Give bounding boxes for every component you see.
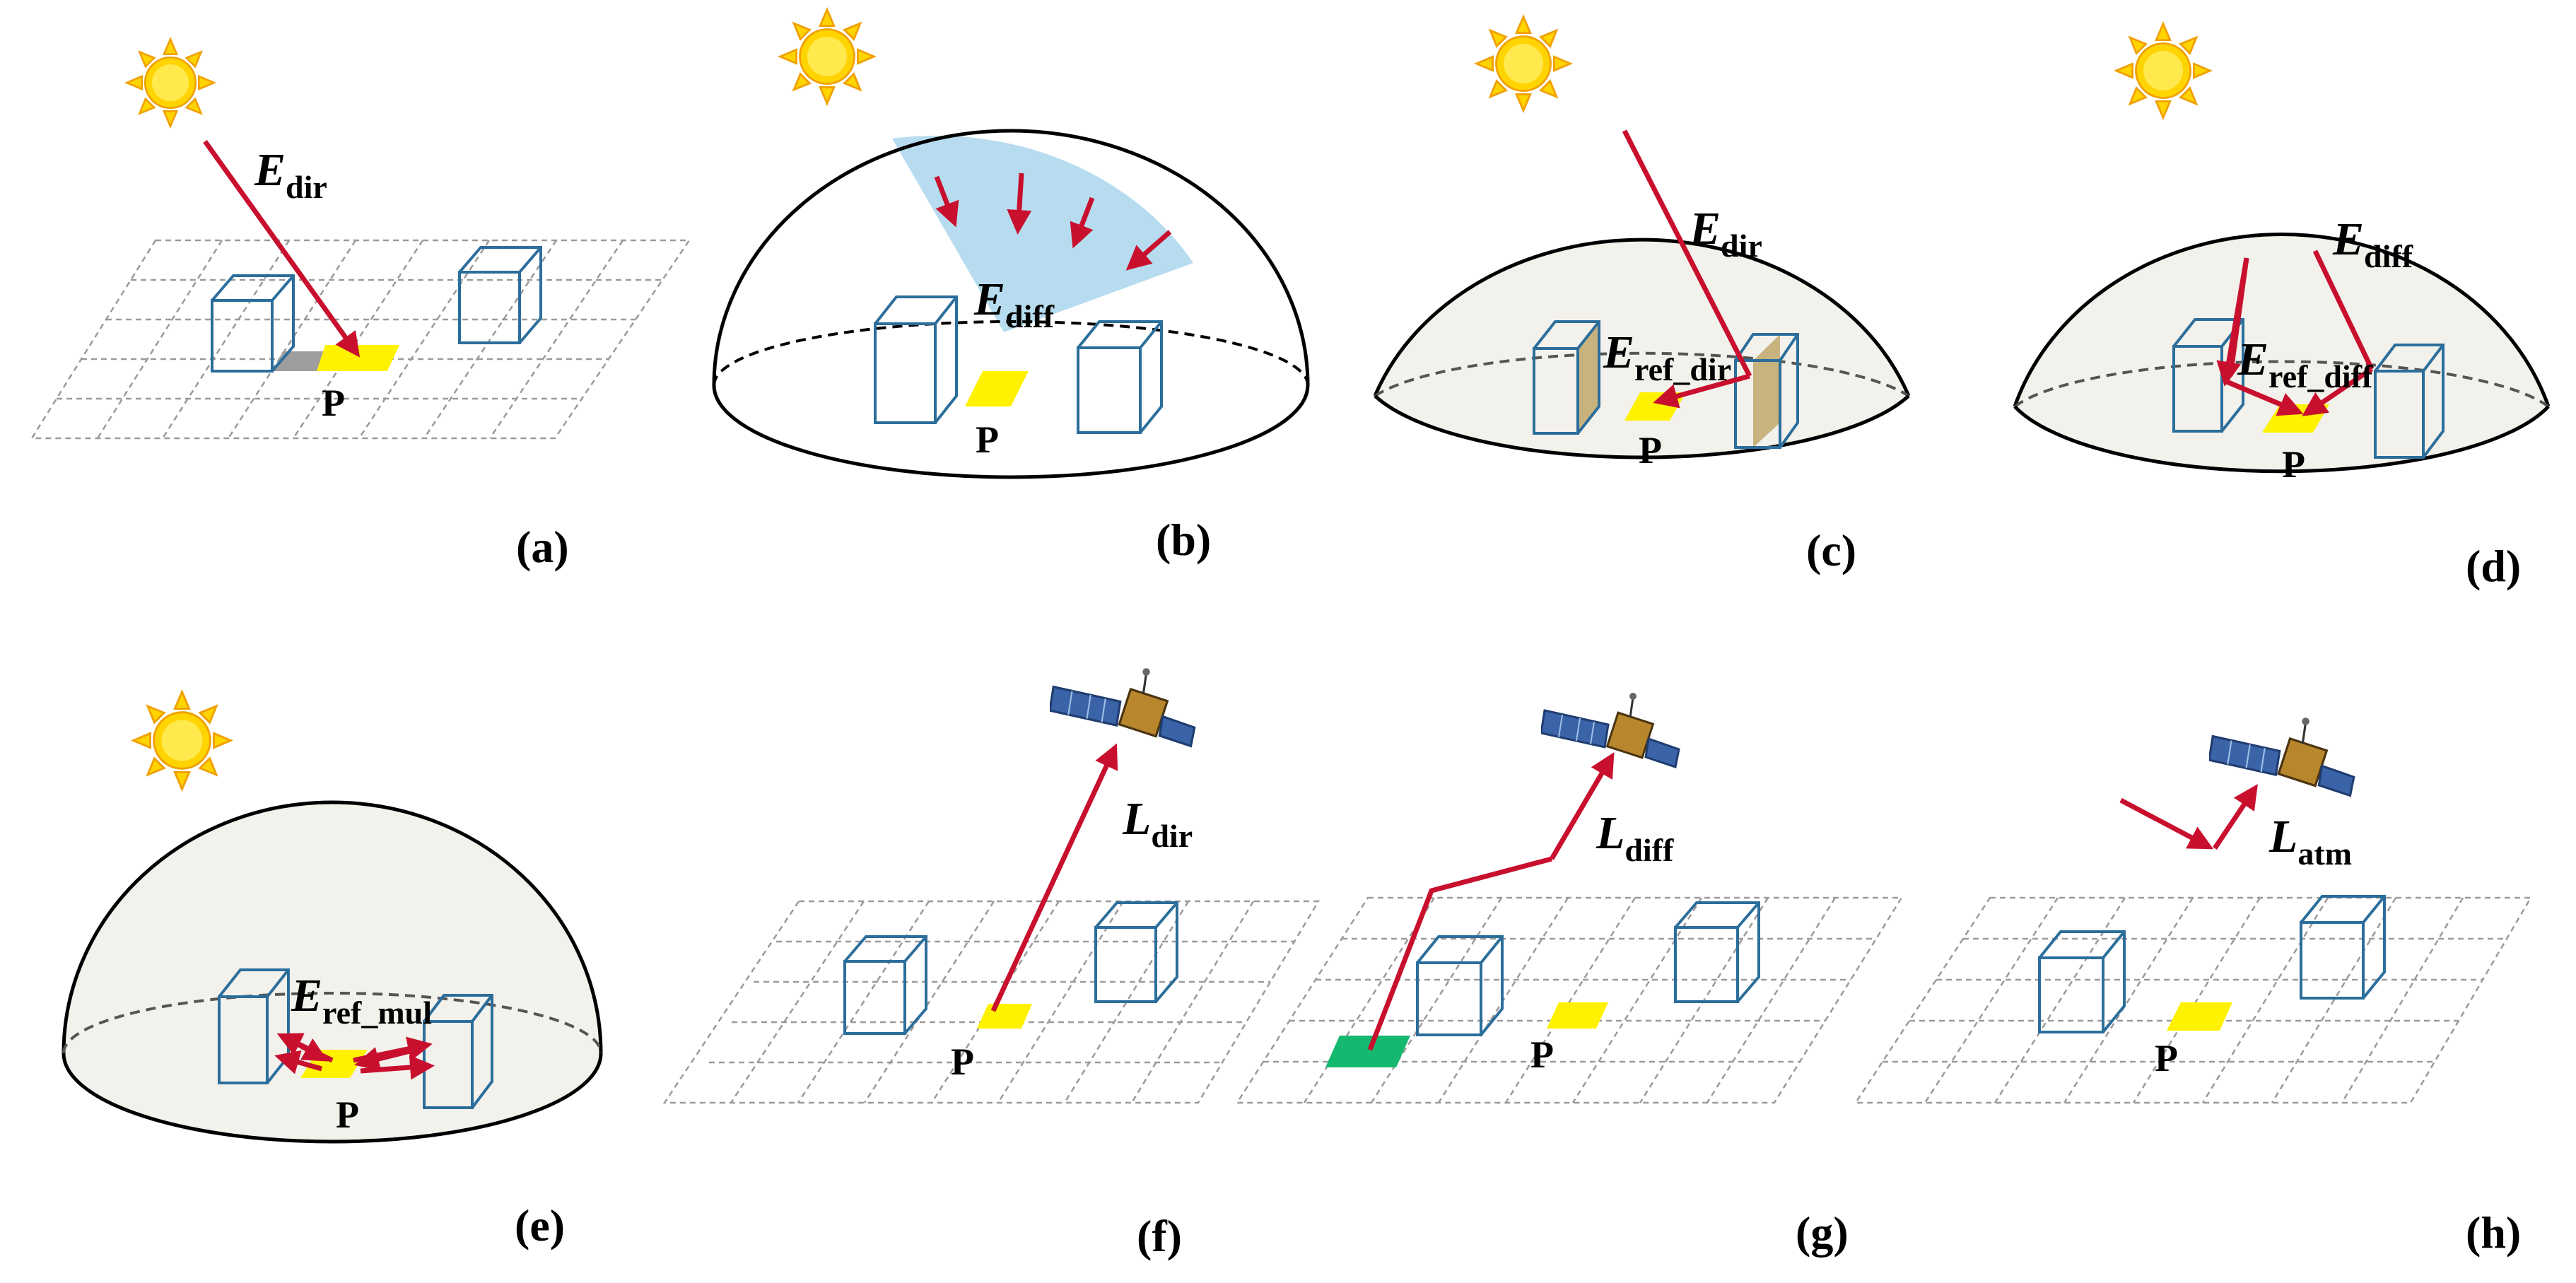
symbol-label: Ediff bbox=[973, 274, 1055, 334]
panel-label: (b) bbox=[1156, 515, 1211, 565]
urban-grid bbox=[1854, 896, 2533, 1104]
point-label: P bbox=[951, 1041, 974, 1083]
sky-dome bbox=[62, 800, 603, 1144]
sky-dome bbox=[2013, 233, 2551, 474]
panel-h: Latm P (h) bbox=[1854, 716, 2533, 1258]
sky-sector bbox=[892, 136, 1193, 333]
panel-d: Ediff Eref_diff P (d) bbox=[2013, 23, 2551, 591]
building-box bbox=[211, 274, 295, 373]
diffuse-reflection-arrows bbox=[2216, 250, 2375, 416]
sun-icon bbox=[779, 8, 875, 105]
building-box bbox=[1416, 935, 1504, 1036]
building-box bbox=[2374, 344, 2445, 459]
panel-f: Ldir P (f) bbox=[662, 667, 1321, 1261]
point-label: P bbox=[1530, 1033, 1554, 1076]
building-box bbox=[2038, 930, 2126, 1033]
multiple-reflection-arrows bbox=[274, 1033, 435, 1080]
building-box bbox=[423, 994, 493, 1109]
target-pixel bbox=[977, 1004, 1032, 1029]
sky-dome bbox=[1373, 238, 1911, 459]
point-label: P bbox=[336, 1094, 359, 1136]
panel-e: Eref_mul P (e) bbox=[62, 691, 603, 1250]
urban-grid bbox=[30, 239, 691, 440]
diffuse-arrows bbox=[934, 172, 1172, 271]
satellite-icon bbox=[1050, 667, 1196, 748]
diffuse-radiance-arrow bbox=[1549, 751, 1615, 860]
building-box bbox=[1094, 901, 1178, 1003]
building-box bbox=[843, 935, 927, 1035]
panel-label: (e) bbox=[515, 1200, 565, 1250]
building-box bbox=[1533, 320, 1600, 435]
point-label: P bbox=[2155, 1037, 2178, 1079]
sky-dome bbox=[712, 129, 1310, 479]
panel-b: Ediff P (b) bbox=[712, 8, 1310, 565]
sun-icon bbox=[132, 691, 232, 790]
panel-g: Ldiff P (g) bbox=[1235, 691, 1904, 1258]
sun-icon bbox=[2115, 23, 2211, 119]
point-label: P bbox=[322, 382, 345, 424]
target-pixel bbox=[317, 345, 399, 371]
building-box bbox=[1734, 333, 1799, 449]
atmospheric-radiance-arrow bbox=[2213, 784, 2258, 850]
symbol-label: Eref_mul bbox=[291, 970, 432, 1031]
symbol-label: Latm bbox=[2268, 811, 2352, 872]
point-label: P bbox=[976, 418, 999, 461]
building-box bbox=[458, 246, 542, 344]
symbol-label: Edir bbox=[254, 144, 327, 205]
panel-label: (c) bbox=[1806, 525, 1856, 575]
panel-label: (g) bbox=[1796, 1207, 1849, 1258]
sun-icon bbox=[1475, 16, 1571, 112]
building-box bbox=[874, 295, 958, 424]
target-pixel bbox=[2167, 1002, 2232, 1031]
panel-a: Edir P (a) bbox=[30, 37, 691, 572]
reflected-irradiance-arrow bbox=[1653, 373, 1750, 409]
symbol-label: Ldiff bbox=[1596, 807, 1674, 868]
building-box bbox=[1077, 320, 1163, 434]
target-pixel bbox=[965, 371, 1029, 406]
building-box bbox=[1674, 901, 1760, 1003]
sunlit-wall bbox=[1578, 322, 1599, 433]
symbol-label-secondary: Eref_dir bbox=[1603, 327, 1731, 387]
building-box bbox=[2300, 895, 2386, 1000]
symbol-label: Ediff bbox=[2332, 213, 2413, 274]
symbol-label-secondary: Eref_diff bbox=[2237, 334, 2373, 394]
urban-grid bbox=[1235, 896, 1904, 1104]
satellite-icon bbox=[2209, 716, 2355, 797]
panel-label: (a) bbox=[516, 522, 569, 572]
incoming-path-arrow bbox=[2119, 797, 2214, 850]
target-pixel bbox=[1547, 1002, 1608, 1029]
symbol-label: Edir bbox=[1689, 203, 1762, 264]
direct-irradiance-arrow bbox=[203, 139, 361, 358]
direct-radiance-arrow bbox=[990, 743, 1118, 1012]
panel-label: (h) bbox=[2466, 1207, 2521, 1258]
panel-label: (d) bbox=[2466, 541, 2521, 591]
point-label: P bbox=[2282, 443, 2305, 486]
panel-label: (f) bbox=[1137, 1211, 1182, 1261]
point-label: P bbox=[1639, 429, 1662, 471]
sun-icon bbox=[125, 37, 216, 128]
direct-irradiance-arrow bbox=[1622, 129, 1752, 377]
diffuse-radiance-path bbox=[1367, 856, 1552, 1051]
urban-grid bbox=[662, 900, 1321, 1104]
neighbor-pixel bbox=[1325, 1036, 1410, 1067]
sunlit-wall bbox=[1753, 334, 1780, 447]
panel-c: Edir Eref_dir P (c) bbox=[1373, 16, 1911, 575]
symbol-label: Ldir bbox=[1122, 793, 1193, 854]
